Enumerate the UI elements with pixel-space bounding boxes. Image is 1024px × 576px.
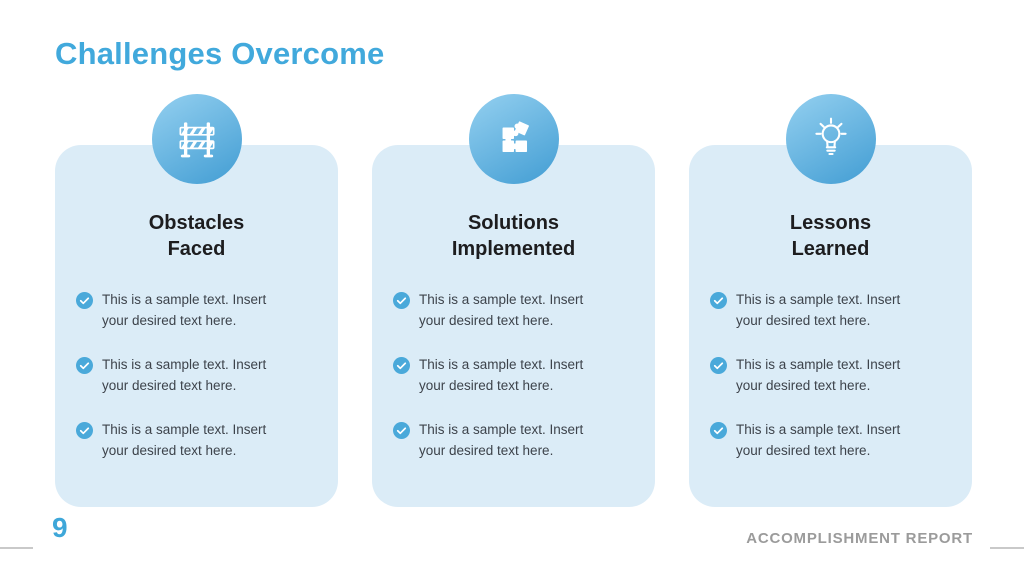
check-icon [76,422,93,439]
bullet-text: This is a sample text. Insert your desir… [736,292,901,328]
list-item: This is a sample text. Insert your desir… [710,289,972,331]
check-icon [710,422,727,439]
card-background [55,145,338,507]
check-icon [710,292,727,309]
check-icon [393,422,410,439]
list-item: This is a sample text. Insert your desir… [393,289,655,331]
list-item: This is a sample text. Insert your desir… [76,289,338,331]
card-lessons-learned: Lessons Learned This is a sample text. I… [689,94,972,507]
list-item: This is a sample text. Insert your desir… [710,354,972,396]
bullet-text: This is a sample text. Insert your desir… [102,422,267,458]
card-heading-line2: Implemented [451,238,576,260]
bullet-list: This is a sample text. Insert your desir… [372,289,655,461]
check-icon [710,357,727,374]
list-item: This is a sample text. Insert your desir… [76,354,338,396]
list-item: This is a sample text. Insert your desir… [710,419,972,461]
card-heading-line1: Obstacles [148,212,245,234]
card-solutions-implemented: Solutions Implemented This is a sample t… [372,94,655,507]
bullet-text: This is a sample text. Insert your desir… [736,357,901,393]
bullet-text: This is a sample text. Insert your desir… [102,292,267,328]
divider [990,547,1024,549]
list-item: This is a sample text. Insert your desir… [76,419,338,461]
bullet-list: This is a sample text. Insert your desir… [55,289,338,461]
card-heading: Solutions Implemented [372,210,655,262]
bullet-text: This is a sample text. Insert your desir… [419,292,584,328]
card-background [372,145,655,507]
roadblock-icon [151,94,242,184]
puzzle-icon [468,94,559,184]
card-heading-line2: Faced [167,238,226,260]
footer-label: ACCOMPLISHMENT REPORT [746,530,973,547]
bullet-text: This is a sample text. Insert your desir… [736,422,901,458]
card-heading-line1: Solutions [467,212,560,234]
card-heading: Lessons Learned [689,210,972,262]
page-number: 9 [52,512,68,543]
check-icon [393,292,410,309]
check-icon [393,357,410,374]
bullet-text: This is a sample text. Insert your desir… [419,357,584,393]
card-background [689,145,972,507]
card-heading-line2: Learned [791,238,870,260]
page-title: Challenges Overcome [55,36,385,71]
bullet-text: This is a sample text. Insert your desir… [102,357,267,393]
card-heading: Obstacles Faced [55,210,338,262]
list-item: This is a sample text. Insert your desir… [393,354,655,396]
card-obstacles-faced: Obstacles Faced This is a sample text. I… [55,94,338,507]
bullet-text: This is a sample text. Insert your desir… [419,422,584,458]
bullet-list: This is a sample text. Insert your desir… [689,289,972,461]
card-heading-line1: Lessons [789,212,872,234]
check-icon [76,292,93,309]
divider [0,547,33,549]
check-icon [76,357,93,374]
lightbulb-icon [785,94,876,184]
list-item: This is a sample text. Insert your desir… [393,419,655,461]
